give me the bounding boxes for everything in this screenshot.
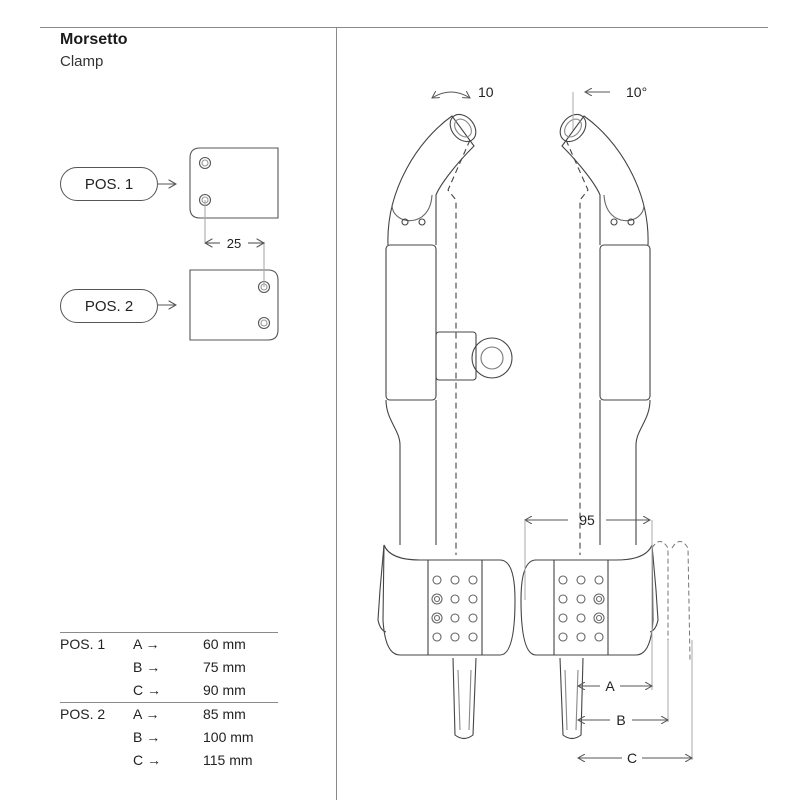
value-cell: 60 mm [203,636,246,652]
value-cell: 85 mm [203,706,246,722]
dim-c-label: C [627,750,637,766]
page-title: Morsetto [60,31,128,48]
spec-table: POS. 1 A → 60 mm B → 75 mm C → 90 mm POS… [60,632,278,772]
dim-cell: C → [133,752,161,768]
alternate-positions [651,541,691,661]
dim-cell: A → [133,706,160,722]
table-row: POS. 1 A → 60 mm [60,632,278,656]
dim-cell: C → [133,682,161,698]
top-rule [40,27,768,28]
dim-cell: B → [133,729,161,745]
hole-icon [257,316,271,330]
page-subtitle: Clamp [60,53,104,70]
clamp-plate-pos-2 [189,269,279,341]
table-row: B → 75 mm [60,656,278,679]
value-cell: 100 mm [203,729,254,745]
value-cell: 90 mm [203,682,246,698]
dim-cell: B → [133,659,161,675]
accessory-mount [435,331,513,381]
pos-cell: POS. 2 [60,706,106,722]
dim-a-label: A [605,678,615,694]
hole-offset-label: 25 [227,236,241,251]
hole-icon [198,156,212,170]
value-cell: 115 mm [203,752,253,768]
table-row: POS. 2 A → 85 mm [60,702,278,726]
tilt-left-arrow [432,92,470,98]
table-row: B → 100 mm [60,726,278,749]
pos-2-label: POS. 2 [60,289,158,323]
width-label: 95 [579,512,595,528]
dim-cell: A → [133,636,160,652]
dim-b-label: B [616,712,625,728]
value-cell: 75 mm [203,659,246,675]
pos-cell: POS. 1 [60,636,106,652]
table-row: C → 115 mm [60,749,278,772]
table-row: C → 90 mm [60,679,278,702]
clamp-plate-pos-1 [189,147,279,219]
right-armrest [520,113,659,740]
pos-1-label: POS. 1 [60,167,158,201]
tilt-right-label: 10° [626,84,647,100]
tilt-left-label: 10 [478,84,494,100]
left-armrest [377,113,516,740]
column-divider [336,27,337,800]
